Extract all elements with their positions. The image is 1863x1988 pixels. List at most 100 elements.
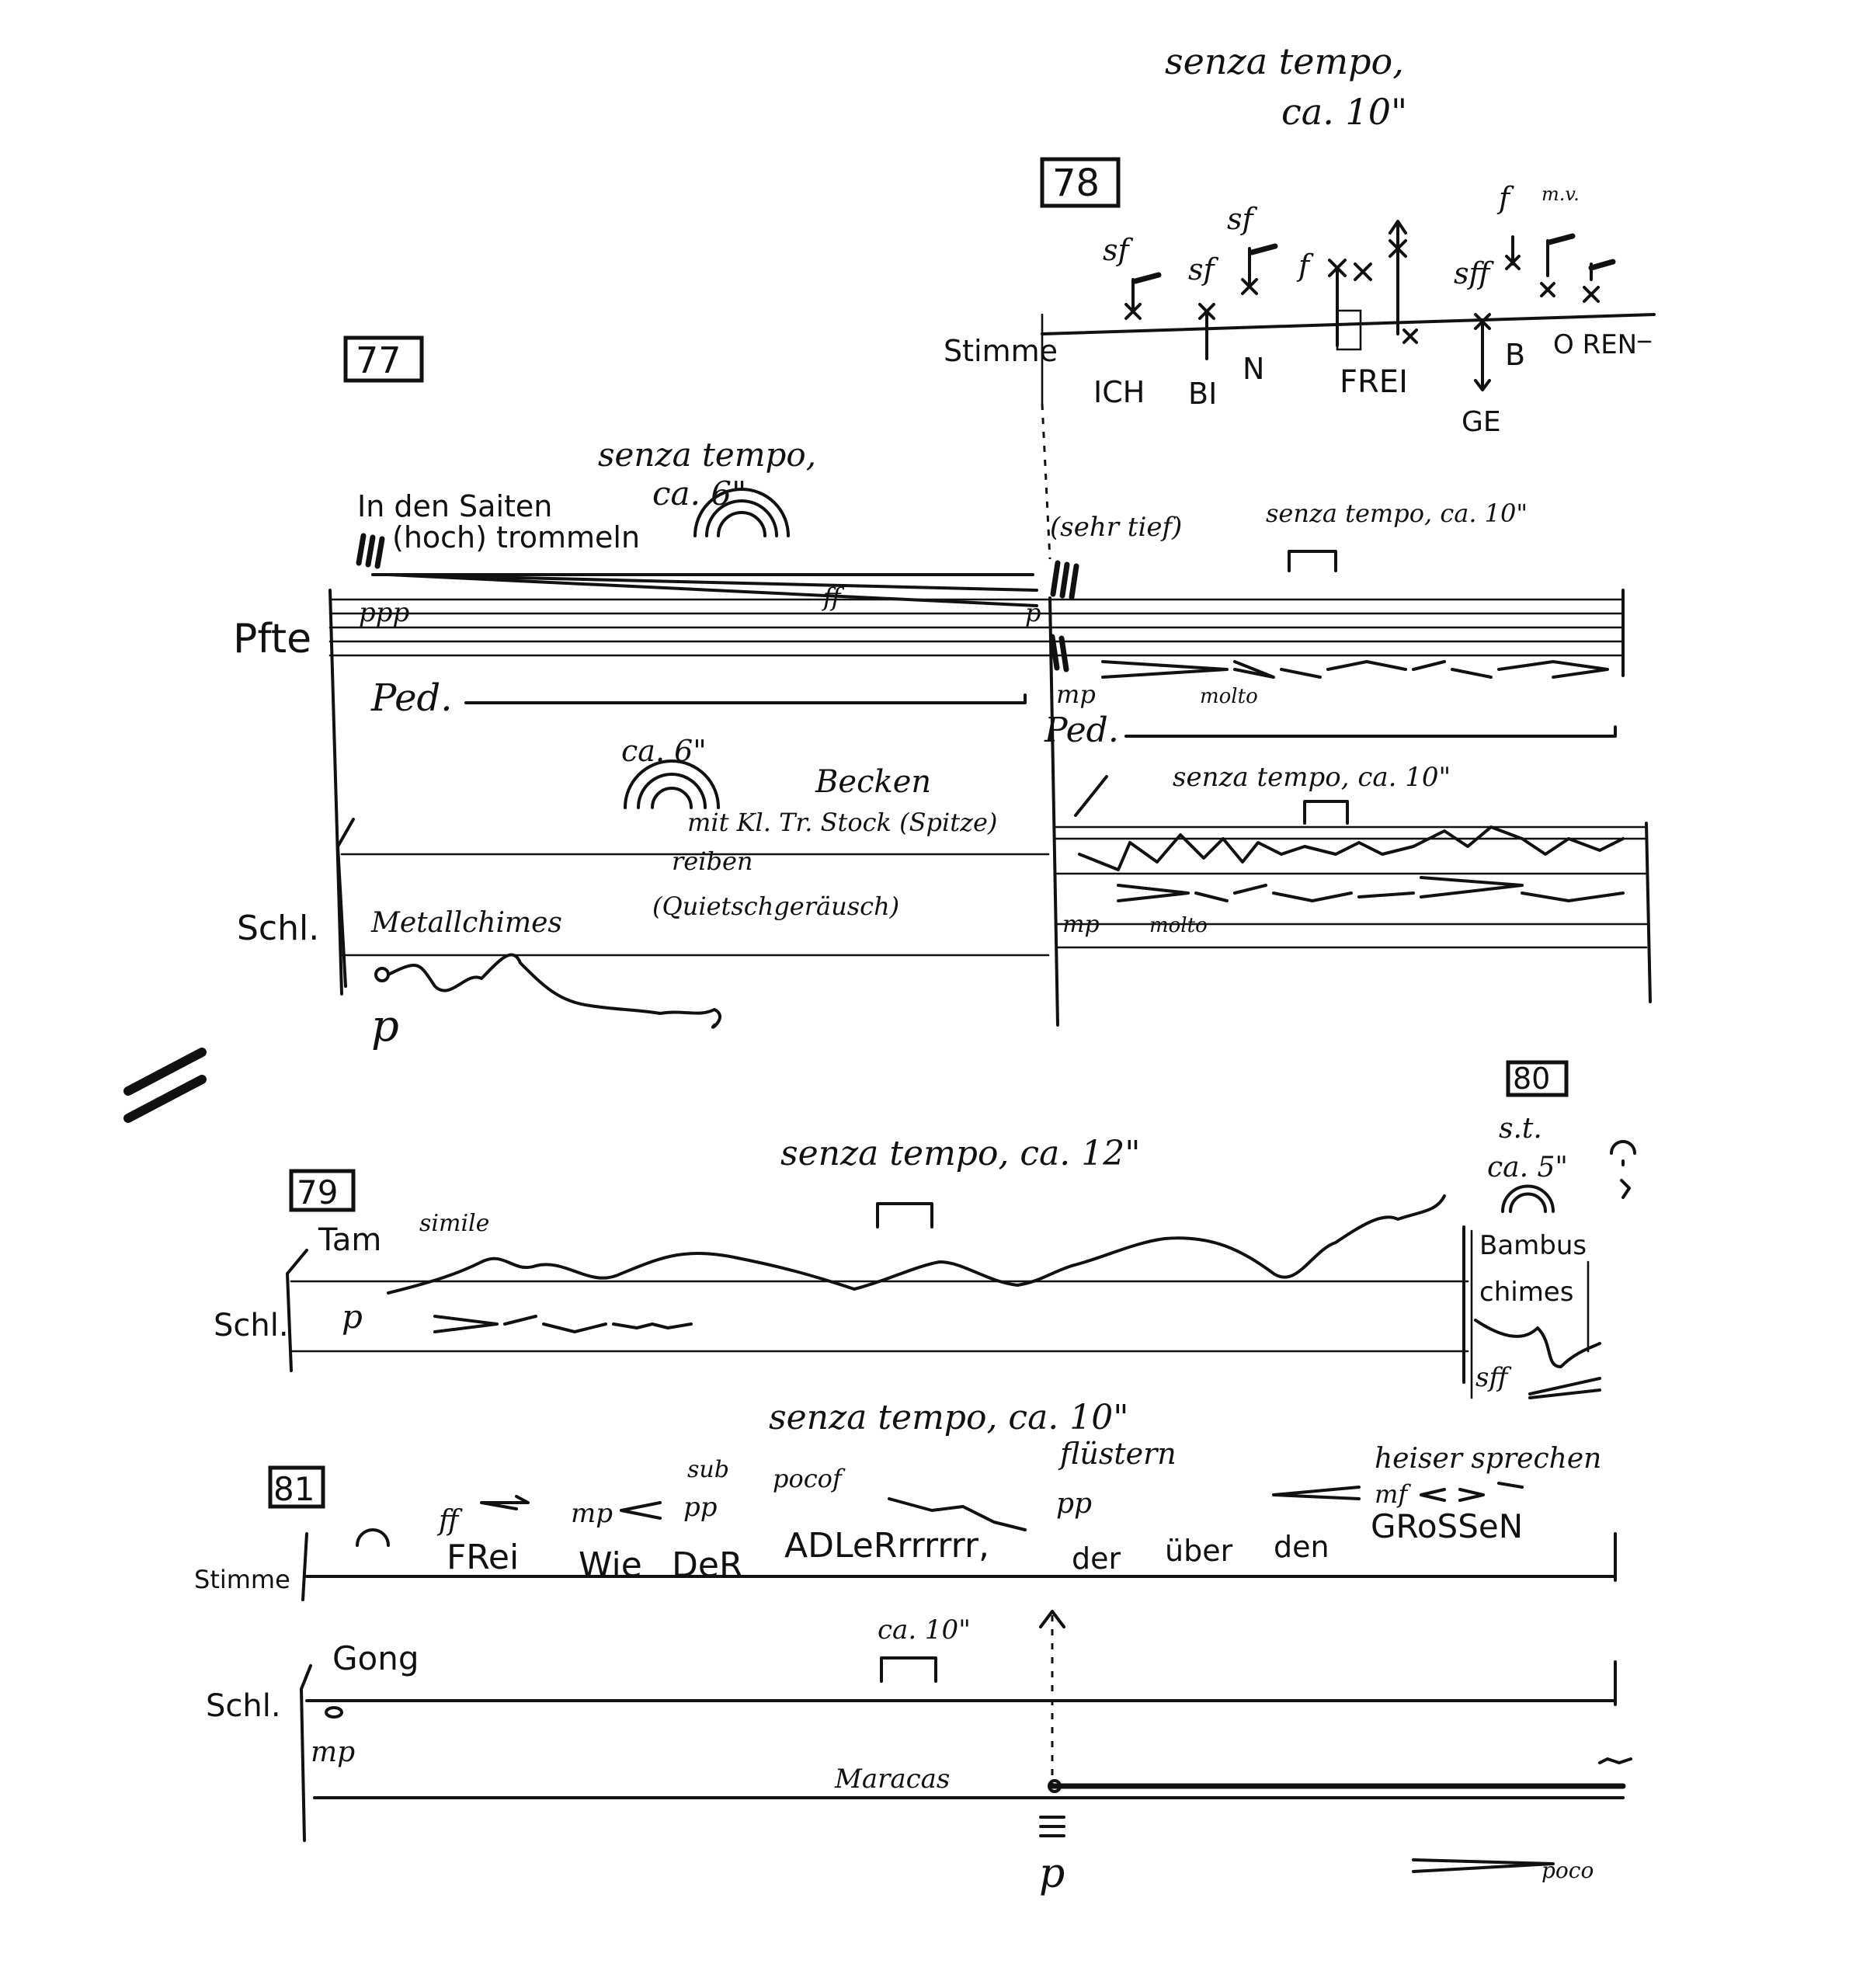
pfte-dyn-mp-78: mp	[1056, 679, 1096, 709]
m81-word-uber: über	[1165, 1534, 1233, 1568]
poco-hairpin	[1412, 1858, 1555, 1873]
pfte-ped-line-78	[1124, 725, 1617, 738]
m81-cresc	[620, 1501, 662, 1520]
m81-fermata-box	[880, 1656, 937, 1683]
voice-dyn-sf-3: sf	[1227, 202, 1258, 236]
m81-pocof: pocof	[773, 1464, 846, 1493]
rehearsal-mark-80-box	[1506, 1060, 1569, 1097]
m79-tempo: senza tempo, ca. 12"	[780, 1134, 1141, 1173]
pfte-staff	[328, 589, 1625, 996]
instrument-schl-79: Schl.	[214, 1308, 289, 1343]
pfte-tempo-line2: ca. 6"	[652, 474, 746, 513]
m81-gong: Gong	[332, 1639, 419, 1677]
voice-dyn-f-1: f	[1296, 248, 1314, 283]
rehearsal-mark-78: 78	[1052, 162, 1100, 205]
pfte-instruction-1: In den Saiten	[357, 489, 552, 523]
schl-dyn-mp-78: mp	[1062, 911, 1100, 938]
barline-dashed-77-78	[1041, 403, 1051, 560]
instrument-stimme-81: Stimme	[194, 1565, 290, 1594]
rehearsal-mark-80: 80	[1513, 1062, 1550, 1096]
schl-staff-77	[336, 818, 1050, 988]
m81-dyn-mp: mp	[571, 1498, 613, 1529]
schl-fermata-box-78	[1303, 800, 1349, 825]
pfte-tempo-line1: senza tempo,	[598, 436, 816, 474]
voice-dyn-sff: sff	[1454, 256, 1495, 290]
m80-bambus: Bambus	[1479, 1230, 1587, 1261]
m80-st: s.t.	[1499, 1113, 1542, 1145]
m81-maracas: Maracas	[834, 1764, 950, 1795]
m79-tam: Tam	[318, 1222, 381, 1258]
m79-fermata-box	[876, 1202, 933, 1229]
m81-hairpins-voice	[1272, 1482, 1524, 1502]
pfte-ped: Ped.	[370, 676, 453, 720]
schl-contour-78	[1078, 825, 1625, 871]
pfte-tremolo-start	[356, 533, 385, 569]
m81-word-grossen: GRoSSeN	[1371, 1507, 1523, 1545]
m80-dyn-sff: sff	[1475, 1362, 1511, 1393]
m79-simile: simile	[419, 1210, 489, 1237]
fermata-long-77	[693, 488, 790, 537]
pfte-dyn-ppp: ppp	[359, 597, 409, 628]
m81-dyn-p-maracas: p	[1039, 1851, 1065, 1897]
schl-tempo-78: senza tempo, ca. 10"	[1173, 762, 1451, 793]
maracas-end-mark	[1598, 1757, 1632, 1764]
voice-syllable-ge: GE	[1462, 406, 1501, 438]
m79-dyn-p: p	[342, 1298, 363, 1336]
fermata-becken	[624, 759, 720, 809]
schl-81-bracket	[300, 1664, 312, 1842]
m81-cue-arrow	[1039, 1610, 1065, 1628]
m80-chimes: chimes	[1479, 1277, 1573, 1308]
metallchimes-label: Metallchimes	[370, 907, 562, 939]
voice-dyn-sf-1: sf	[1103, 233, 1134, 267]
system-separator	[123, 1048, 207, 1123]
rehearsal-mark-77-box	[343, 335, 424, 383]
schl-staff-79	[286, 1225, 1469, 1384]
voice-mv: m.v.	[1541, 183, 1580, 205]
pfte-fermata-box-78	[1288, 550, 1337, 572]
voice-78-noteheads	[1124, 220, 1616, 391]
rehearsal-mark-79-box	[289, 1169, 356, 1212]
m81-dyn-ff: ff	[436, 1505, 463, 1537]
schl-78-slash	[1074, 775, 1108, 817]
pfte-tempo-78: senza tempo, ca. 10"	[1266, 499, 1528, 528]
pfte-ped-line-77	[464, 693, 1027, 704]
m81-word-adler: ADLeRrrrrrr,	[784, 1526, 989, 1566]
m80-contour	[1474, 1319, 1601, 1368]
pfte-molto-78: molto	[1200, 685, 1258, 708]
m81-word-der2: der	[1072, 1541, 1121, 1576]
m81-ca10: ca. 10"	[878, 1614, 971, 1646]
m81-fermata-voice	[356, 1528, 390, 1547]
pfte-ped-78: Ped.	[1044, 711, 1119, 750]
barline-78	[1048, 596, 1059, 1027]
voice-syllable-n: N	[1243, 352, 1264, 386]
m81-word-der: DeR	[672, 1545, 743, 1585]
m79-contour	[387, 1194, 1446, 1295]
metallchimes-contour	[387, 953, 721, 1029]
m81-arrow-1	[480, 1495, 530, 1510]
voice-dyn-sf-2: sf	[1188, 252, 1219, 287]
voice-syllable-frei: FREI	[1340, 364, 1408, 400]
voice-syllable-bi: BI	[1188, 377, 1217, 411]
m80-fermata-right	[1610, 1140, 1636, 1199]
voice-dyn-f-2: f	[1496, 181, 1514, 215]
voice-line-78	[1041, 313, 1656, 335]
pfte-hairpin-line	[387, 573, 1038, 607]
top-tempo-line1: senza tempo,	[1165, 40, 1404, 82]
m81-sub: sub	[687, 1456, 729, 1483]
instrument-pfte: Pfte	[233, 616, 311, 662]
maracas-note	[1048, 1779, 1062, 1793]
voice-syllable-ich: ICH	[1093, 375, 1145, 409]
m81-tempo: senza tempo, ca. 10"	[769, 1398, 1129, 1437]
m81-wavy-hairpin	[888, 1497, 1027, 1531]
becken-line3: reiben	[672, 846, 753, 876]
schl-staff-78	[1055, 822, 1652, 1003]
becken-title: Becken	[815, 764, 931, 800]
m80-ca: ca. 5"	[1487, 1152, 1568, 1183]
metallchimes-dyn-p: p	[371, 1001, 399, 1051]
pfte-hairpins-78	[1101, 660, 1609, 679]
m81-poco: poco	[1541, 1858, 1594, 1883]
gong-note	[325, 1706, 343, 1719]
m81-word-frei: FRei	[447, 1538, 519, 1577]
m80-fermata	[1501, 1184, 1555, 1213]
